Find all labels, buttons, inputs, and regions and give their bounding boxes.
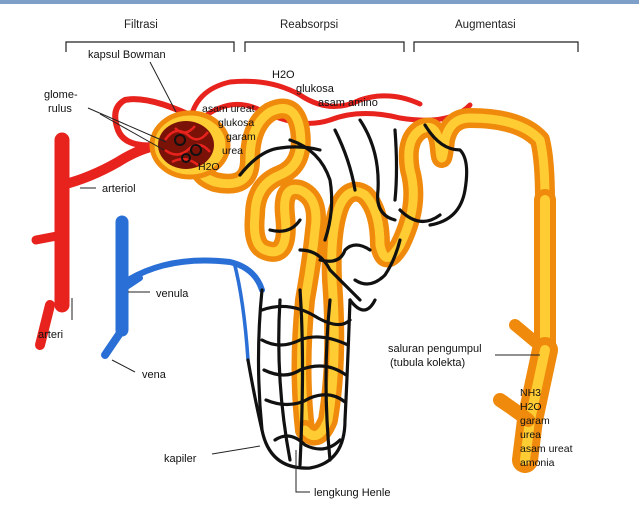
filtrate-item: glukosa bbox=[218, 117, 254, 129]
bracket-augmentasi bbox=[413, 41, 579, 52]
label-kapsul-bowman: kapsul Bowman bbox=[88, 49, 166, 61]
label-glomerulus-2: rulus bbox=[48, 103, 72, 115]
label-arteriol: arteriol bbox=[102, 183, 136, 195]
reabsorbed-item: asam amino bbox=[318, 97, 378, 109]
label-kapiler: kapiler bbox=[164, 453, 197, 465]
top-border bbox=[0, 0, 639, 4]
urine-item: amonia bbox=[520, 457, 555, 469]
reabsorbed-item: H2O bbox=[272, 69, 295, 81]
header-reabsorpsi: Reabsorpsi bbox=[280, 19, 338, 31]
leader-lines bbox=[71, 61, 540, 493]
urine-item: H2O bbox=[520, 401, 542, 413]
labels: kapsul Bowman glome- rulus arteriol arte… bbox=[38, 49, 573, 499]
label-tubula-kolekta: (tubula kolekta) bbox=[390, 357, 465, 369]
renal-tubule bbox=[189, 98, 558, 473]
label-venula: venula bbox=[156, 288, 189, 300]
bowman-capsule bbox=[149, 110, 231, 180]
label-lengkung-henle: lengkung Henle bbox=[314, 487, 390, 499]
urine-item: asam ureat bbox=[520, 443, 573, 455]
glomerulus bbox=[163, 125, 211, 167]
label-arteri: arteri bbox=[38, 329, 63, 341]
filtrate-item: H2O bbox=[198, 161, 220, 173]
label-glomerulus-1: glome- bbox=[44, 89, 78, 101]
label-vena: vena bbox=[142, 369, 167, 381]
filtrate-item: urea bbox=[222, 145, 243, 157]
urine-item: urea bbox=[520, 429, 541, 441]
filtrate-item: asam ureat bbox=[202, 103, 255, 115]
urine-item: NH3 bbox=[520, 387, 541, 399]
label-saluran-pengumpul: saluran pengumpul bbox=[388, 343, 482, 355]
urine-item: garam bbox=[520, 415, 550, 427]
filtrate-item: garam bbox=[226, 131, 256, 143]
vein bbox=[101, 215, 265, 362]
capillary-network bbox=[238, 118, 469, 470]
bracket-reabsorpsi bbox=[244, 41, 405, 52]
bracket-filtrasi bbox=[65, 41, 235, 52]
artery bbox=[31, 78, 473, 350]
header-augmentasi: Augmentasi bbox=[455, 19, 516, 31]
section-headers: Filtrasi Reabsorpsi Augmentasi bbox=[65, 19, 579, 52]
reabsorbed-item: glukosa bbox=[296, 83, 335, 95]
header-filtrasi: Filtrasi bbox=[124, 19, 158, 31]
